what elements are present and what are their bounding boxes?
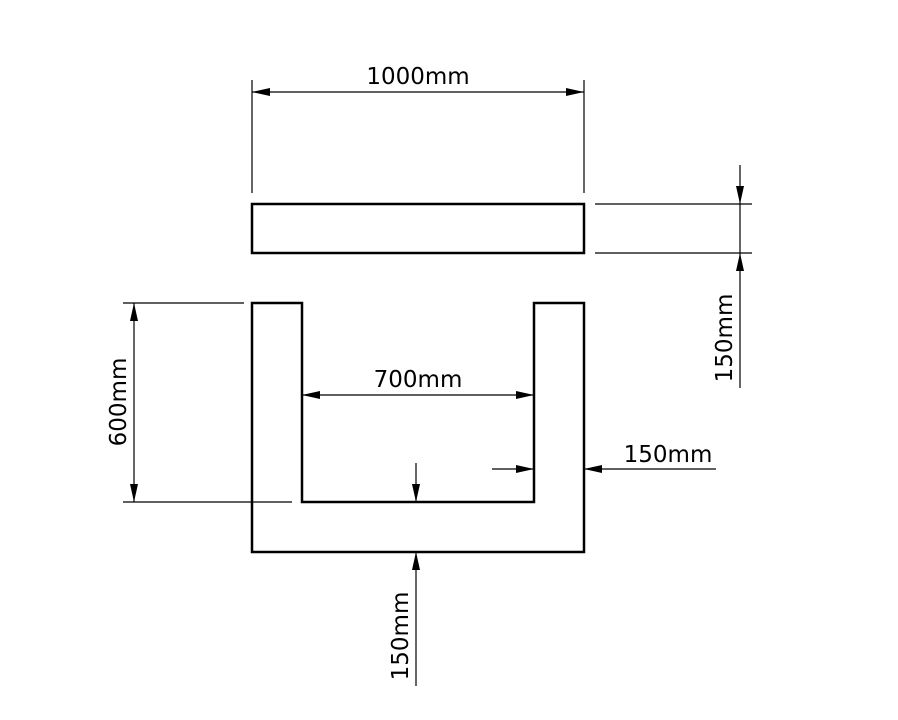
dimension-label-slab-thickness: 150mm — [712, 294, 738, 383]
dimension-slab-thickness: 150mm — [595, 165, 752, 388]
dimension-label-base-thickness: 150mm — [388, 592, 414, 681]
slab — [250, 202, 586, 255]
dimension-slab-length: 1000mm — [251, 64, 585, 193]
dimension-wall-thickness: 150mm — [492, 442, 716, 473]
dimension-inner-width: 700mm — [302, 367, 534, 399]
dimension-label-wall-thickness: 150mm — [624, 442, 713, 468]
u-channel — [250, 301, 586, 554]
dimension-label-slab-length: 1000mm — [366, 64, 469, 90]
dimension-label-channel-depth: 600mm — [106, 358, 132, 447]
dimension-channel-depth: 600mm — [106, 302, 292, 503]
dimension-label-inner-width: 700mm — [374, 367, 463, 393]
dimension-base-thickness: 150mm — [388, 463, 420, 686]
